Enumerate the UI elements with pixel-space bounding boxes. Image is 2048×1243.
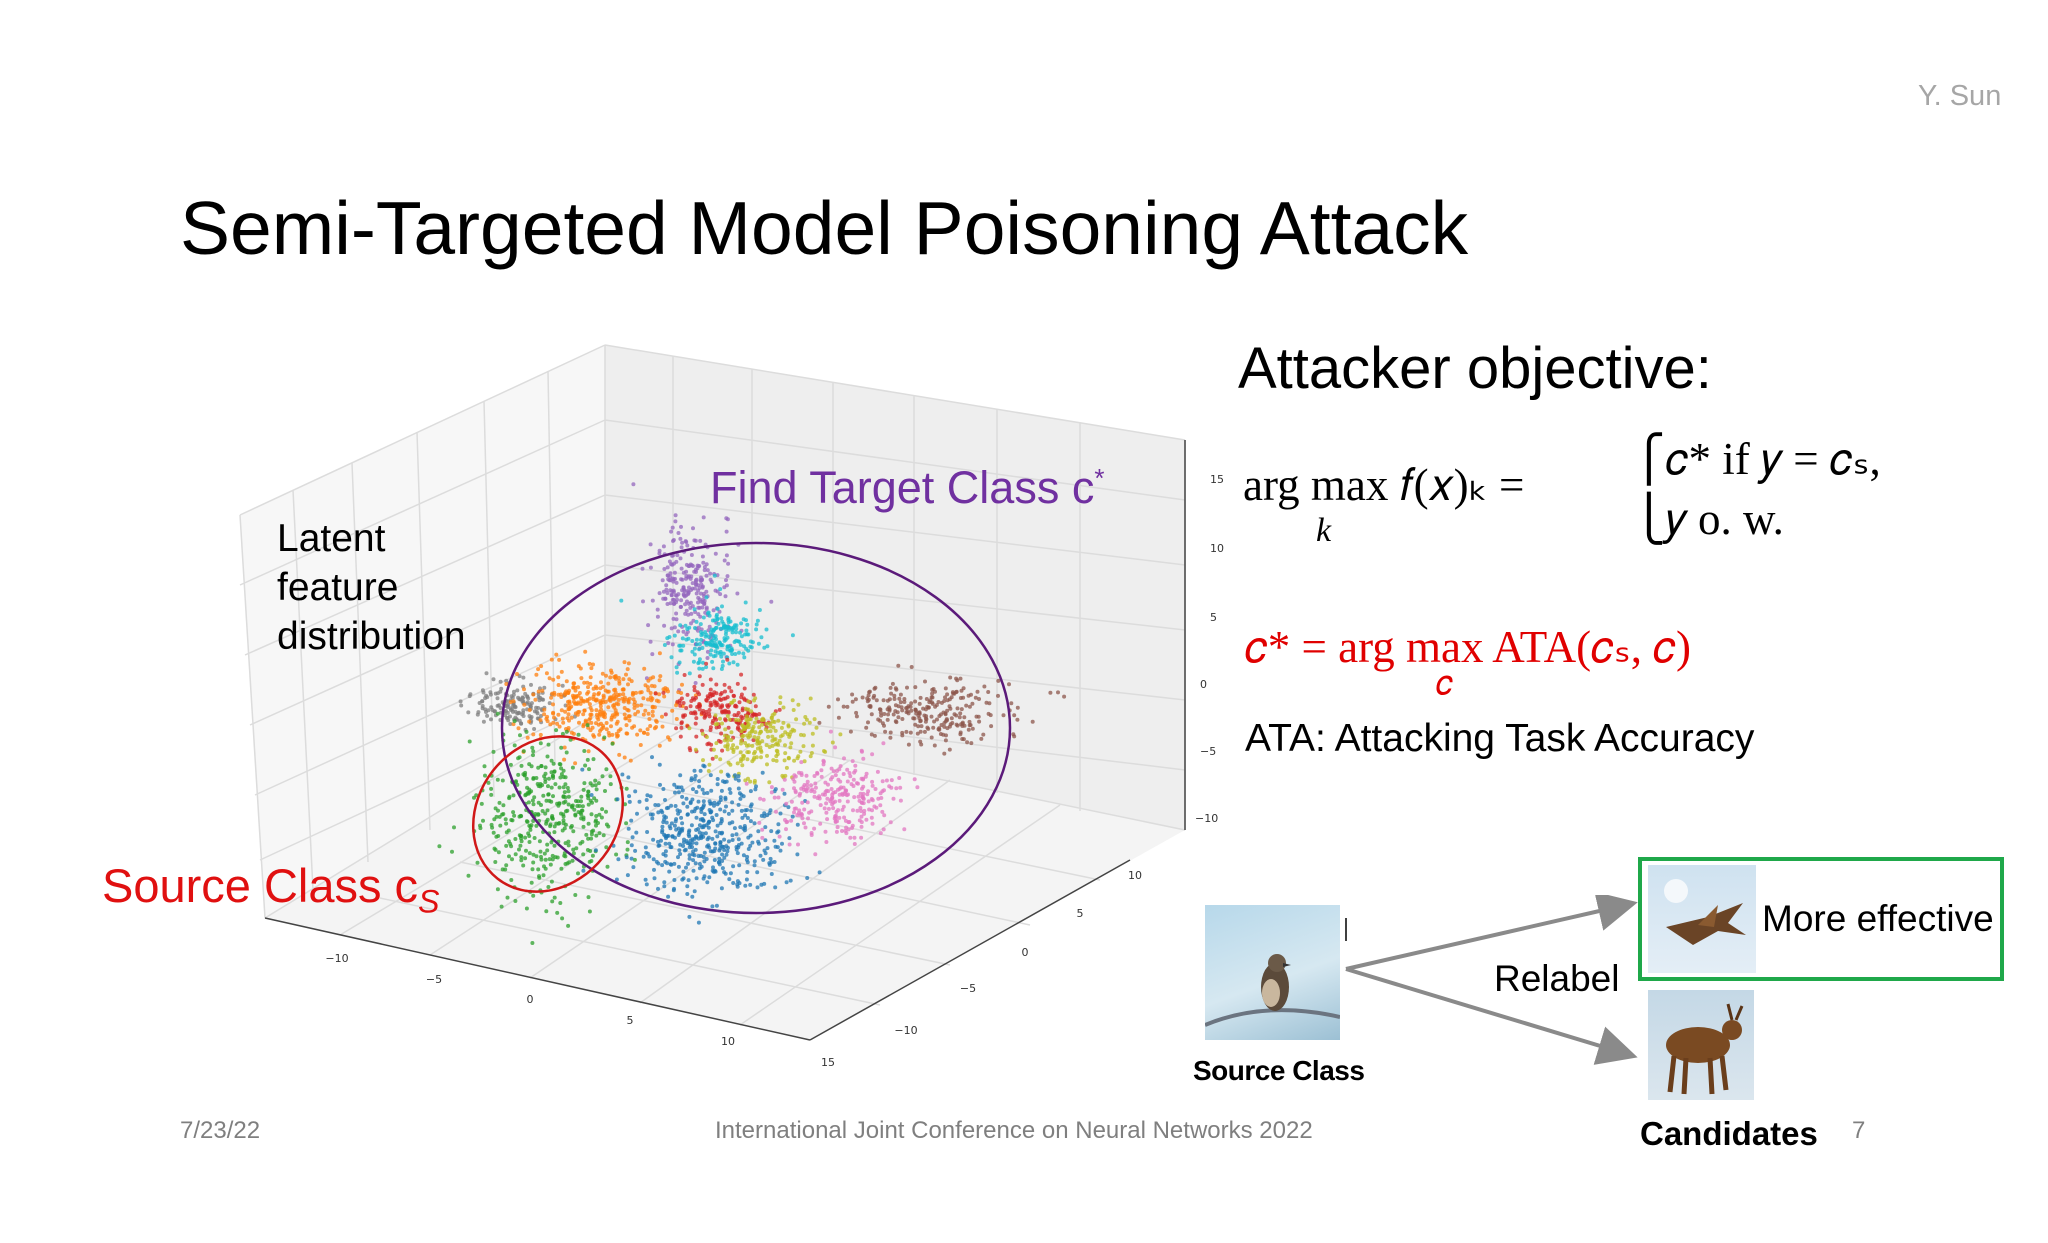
cluster-points xyxy=(580,755,822,925)
candidate-airplane-image xyxy=(1648,865,1756,973)
relabel-label: Relabel xyxy=(1494,958,1620,999)
x-tick-label: 5 xyxy=(627,1014,634,1027)
x-tick-label: 0 xyxy=(527,993,534,1006)
slide-title: Semi-Targeted Model Poisoning Attack xyxy=(180,186,1469,270)
target-class-label: Find Target Class c* xyxy=(710,462,1105,513)
cluster-points xyxy=(504,649,704,766)
candidate-deer-image xyxy=(1648,990,1754,1100)
target-region-ellipse xyxy=(500,541,1012,915)
y-tick-label: −10 xyxy=(894,1024,917,1037)
y-tick-label: 10 xyxy=(1128,869,1142,882)
effective-candidate-highlight xyxy=(1638,857,2004,981)
x-tick-label: −5 xyxy=(426,973,442,986)
cluster-points xyxy=(744,729,920,857)
scatter-points xyxy=(437,482,1067,945)
objective-heading: Attacker objective: xyxy=(1238,336,1712,401)
cluster-points xyxy=(687,695,843,785)
y-tick-label: 0 xyxy=(1022,946,1029,959)
ata-definition: ATA: Attacking Task Accuracy xyxy=(1245,717,1755,760)
z-axis-ticks: 15 10 5 0 −5 −10 xyxy=(1195,473,1224,825)
z-tick-label: 5 xyxy=(1210,611,1217,624)
source-region-ellipse xyxy=(471,735,625,893)
objective-case-target: ⎧𝑐* if 𝑦 = 𝑐ₛ, xyxy=(1632,434,1881,484)
source-bird-image xyxy=(1205,905,1340,1040)
x-axis-ticks: −10 −5 0 5 10 15 xyxy=(325,952,835,1069)
y-tick-label: −5 xyxy=(960,982,976,995)
latent-distribution-label: Latent feature distribution xyxy=(277,517,466,658)
y-tick-label: 5 xyxy=(1077,907,1084,920)
plot-axes xyxy=(264,440,1186,1041)
cluster-points xyxy=(817,663,1067,756)
target-selection-subscript: 𝑐 xyxy=(1436,665,1454,702)
z-tick-label: 10 xyxy=(1210,542,1224,555)
z-tick-label: −5 xyxy=(1200,745,1216,758)
objective-case-otherwise: ⎩𝑦 o. w. xyxy=(1632,494,1784,544)
x-tick-label: 10 xyxy=(721,1035,735,1048)
target-selection-equation: 𝑐* = arg max ATA(𝑐ₛ, 𝑐) xyxy=(1245,622,1691,672)
footer-date: 7/23/22 xyxy=(180,1117,261,1144)
x-tick-label: 15 xyxy=(821,1056,835,1069)
cluster-points xyxy=(437,711,637,945)
z-tick-label: 15 xyxy=(1210,473,1224,486)
objective-equation-subscript: k xyxy=(1316,512,1332,549)
z-tick-label: −10 xyxy=(1195,812,1218,825)
relabel-arrows xyxy=(1345,895,1638,1065)
more-effective-label: More effective xyxy=(1762,898,1994,939)
footer-conference: International Joint Conference on Neural… xyxy=(715,1117,1313,1144)
cluster-points xyxy=(619,573,795,676)
author-name: Y. Sun xyxy=(1918,80,2002,112)
page-number: 7 xyxy=(1852,1117,1866,1144)
y-axis-ticks: −10 −5 0 5 10 xyxy=(894,869,1142,1037)
source-class-label: Source Class cS xyxy=(102,859,440,920)
source-class-caption: Source Class xyxy=(1193,1055,1365,1086)
z-tick-label: 0 xyxy=(1200,678,1207,691)
objective-equation: arg max 𝑓(𝑥)ₖ = xyxy=(1243,460,1525,510)
x-tick-label: −10 xyxy=(325,952,348,965)
candidates-caption: Candidates xyxy=(1640,1115,1818,1152)
latent-scatter-plot: −10 −5 0 5 10 15 −10 −5 0 5 10 15 10 5 0 −5 −10 xyxy=(239,344,1224,1069)
